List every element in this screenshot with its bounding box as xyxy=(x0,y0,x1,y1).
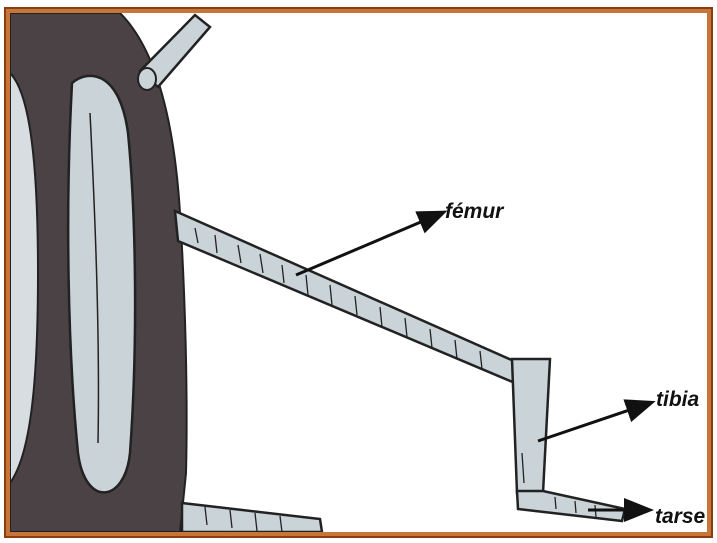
body-light-segment-center xyxy=(68,76,135,493)
tibia-arrow xyxy=(538,403,650,441)
label-tibia: tibia xyxy=(656,388,699,412)
label-femur: fémur xyxy=(445,200,503,224)
femur-arrow xyxy=(296,213,442,275)
lower-leg-stub xyxy=(182,503,322,532)
tibia-segment xyxy=(512,359,550,493)
tarse-segment xyxy=(517,491,625,521)
insect-leg-drawing xyxy=(10,13,707,532)
label-tarse: tarse xyxy=(655,505,705,529)
illustration-border: fémur tibia tarse xyxy=(5,8,712,537)
femur-segment xyxy=(175,211,532,383)
